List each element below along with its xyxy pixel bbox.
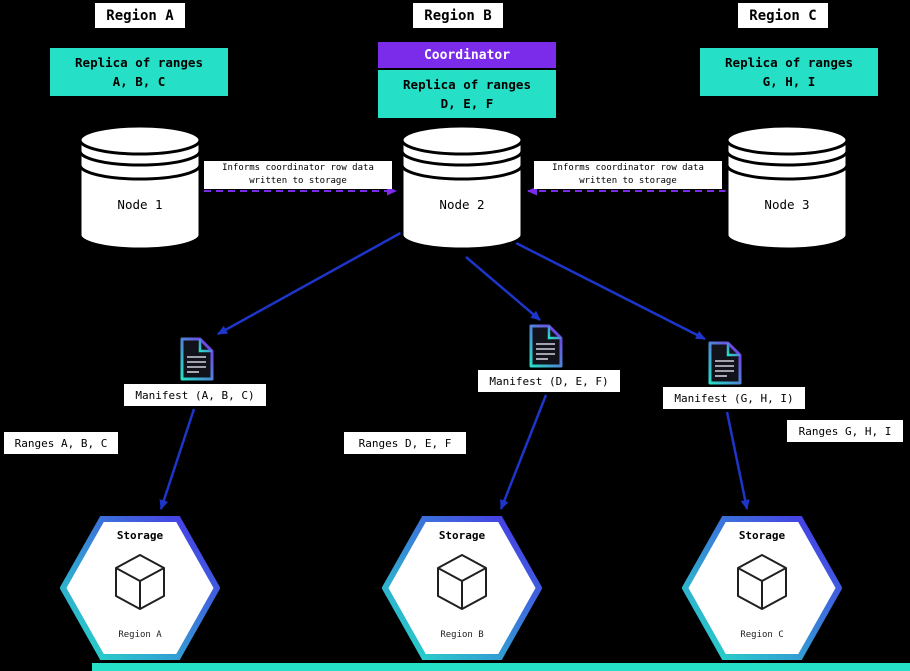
arrow-manifest-a-to-storage-a xyxy=(159,408,196,510)
replica-a-line2: A, B, C xyxy=(112,74,166,89)
informs-label-left: Informs coordinator row data written to … xyxy=(204,161,392,189)
storage-c-region-label: Region C xyxy=(740,630,784,640)
arrow-manifest-b-to-storage-b xyxy=(499,394,548,510)
storage-b-cube-icon xyxy=(437,554,487,610)
storage-b-hexagon: Storage Region B xyxy=(382,515,542,661)
replica-c-line2: G, H, I xyxy=(762,74,816,89)
manifest-a-label: Manifest (A, B, C) xyxy=(124,384,266,406)
node1-label: Node 1 xyxy=(117,197,163,212)
informs-right-line1: Informs coordinator row data xyxy=(552,162,704,173)
ranges-b-label: Ranges D, E, F xyxy=(344,432,466,454)
region-b-header: Region B xyxy=(413,3,503,28)
arrow-node2-to-manifest-c xyxy=(515,241,706,341)
storage-c-title: Storage xyxy=(738,529,786,542)
node2-database-cylinder-icon xyxy=(400,124,524,251)
storage-a-region-label: Region A xyxy=(118,630,162,640)
manifest-b-label: Manifest (D, E, F) xyxy=(478,370,620,392)
informs-left-line1: Informs coordinator row data xyxy=(222,162,374,173)
storage-a-hexagon: Storage Region A xyxy=(60,515,220,661)
ranges-c-label: Ranges G, H, I xyxy=(787,420,903,442)
node1-database-cylinder-icon xyxy=(78,124,202,251)
storage-b-title: Storage xyxy=(438,529,486,542)
bottom-bar xyxy=(92,663,910,671)
informs-right-line2: written to storage xyxy=(579,176,677,186)
storage-b-region-label: Region B xyxy=(440,630,484,640)
replica-b-line2: D, E, F xyxy=(440,96,494,111)
replica-box-c: Replica of ranges G, H, I xyxy=(700,48,878,96)
ranges-a-label: Ranges A, B, C xyxy=(4,432,118,454)
node2-label: Node 2 xyxy=(439,197,485,212)
storage-a-title: Storage xyxy=(116,529,164,542)
manifest-c-label: Manifest (G, H, I) xyxy=(663,387,805,409)
arrow-node2-to-manifest-b xyxy=(465,256,541,321)
arrow-manifest-c-to-storage-c xyxy=(725,411,750,510)
manifest-c-file-icon xyxy=(708,341,742,385)
region-c-header: Region C xyxy=(738,3,828,28)
manifest-a-file-icon xyxy=(180,337,214,381)
coordinator-box: Coordinator xyxy=(378,42,556,68)
storage-a-cube-icon xyxy=(115,554,165,610)
storage-c-cube-icon xyxy=(737,554,787,610)
replica-a-line1: Replica of ranges xyxy=(75,54,203,70)
replica-c-line1: Replica of ranges xyxy=(725,54,853,70)
replica-b-line1: Replica of ranges xyxy=(403,76,531,92)
informs-label-right: Informs coordinator row data written to … xyxy=(534,161,722,189)
arrow-node2-to-manifest-a xyxy=(217,228,407,336)
informs-left-line2: written to storage xyxy=(249,176,347,186)
node3-label: Node 3 xyxy=(764,197,810,212)
node3-database-cylinder-icon xyxy=(725,124,849,251)
region-a-header: Region A xyxy=(95,3,185,28)
replica-box-b: Replica of ranges D, E, F xyxy=(378,70,556,118)
storage-c-hexagon: Storage Region C xyxy=(682,515,842,661)
replica-box-a: Replica of ranges A, B, C xyxy=(50,48,228,96)
manifest-b-file-icon xyxy=(529,324,563,368)
